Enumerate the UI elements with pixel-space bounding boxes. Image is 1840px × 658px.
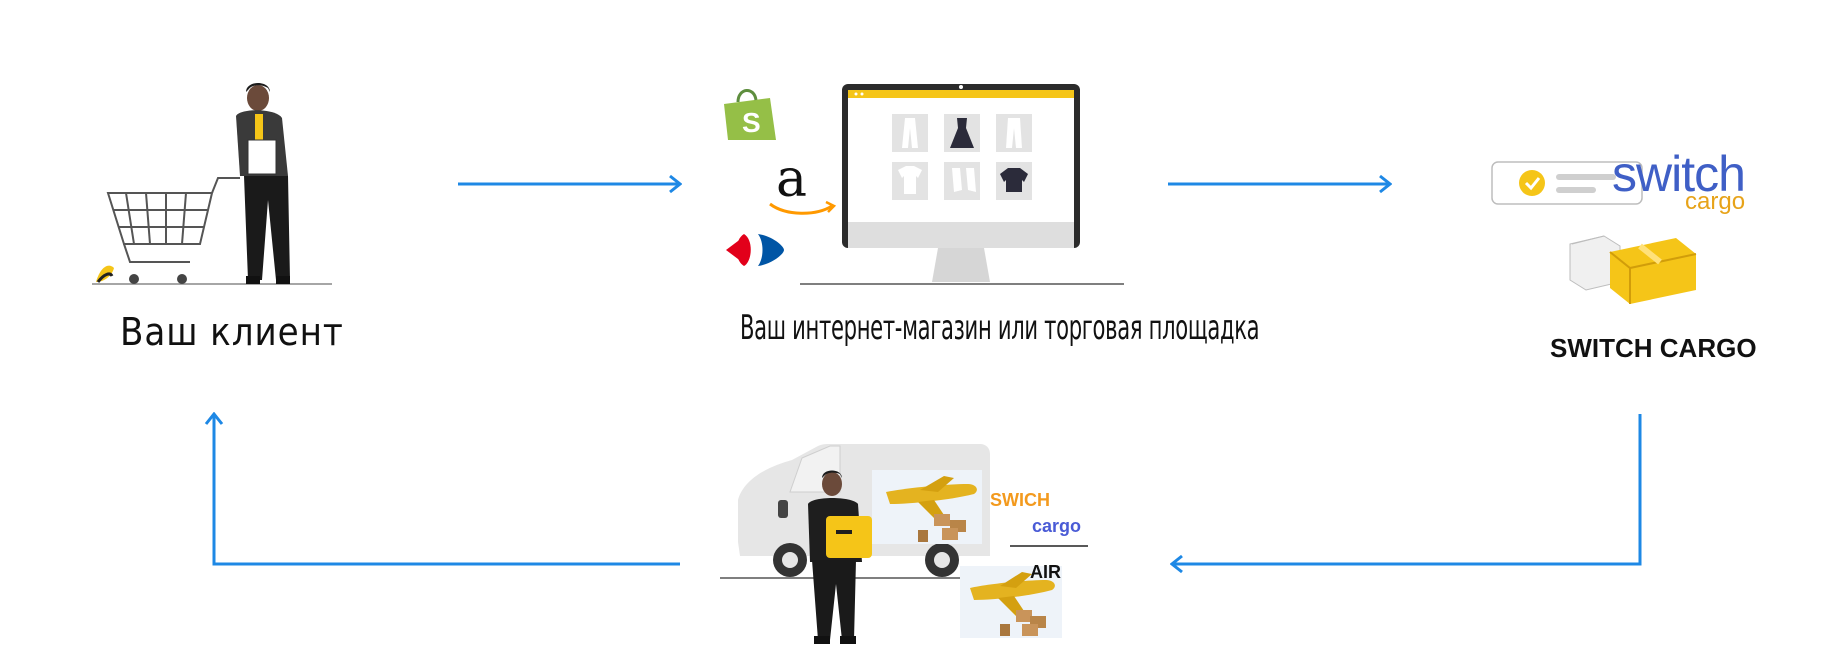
person-with-shopping-cart-icon xyxy=(92,83,332,285)
delivery-cargo-text: cargo xyxy=(1032,516,1082,536)
tracking-card-icon xyxy=(1491,161,1643,205)
online-store-monitor-icon xyxy=(800,84,1124,285)
carrefour-logo-icon xyxy=(726,234,784,266)
delivery-air-text: AIR xyxy=(1030,562,1061,582)
arrow-delivery-to-client xyxy=(214,414,680,566)
shopify-bag-icon: S xyxy=(724,89,776,140)
client-label: Ваш клиент xyxy=(120,310,344,354)
arrow-cargo-to-delivery xyxy=(1172,414,1642,564)
airplane-cargo-photo-1 xyxy=(872,470,982,544)
svg-text:a: a xyxy=(776,149,807,209)
amazon-logo-icon: a xyxy=(769,149,837,215)
delivery-swich-text: SWICH xyxy=(990,490,1050,510)
airplane-cargo-photo-2 xyxy=(960,566,1062,638)
switch-logo-word: switch xyxy=(1612,146,1746,202)
courier-person-icon xyxy=(808,470,872,644)
cargo-logo-word: cargo xyxy=(1685,188,1746,215)
svg-text:S: S xyxy=(742,107,761,138)
cargo-label: SWITCH CARGO xyxy=(1550,333,1757,363)
shop-label: Ваш интернет-магазин или торговая площад… xyxy=(740,308,1260,348)
cargo-boxes-icon xyxy=(1569,235,1697,304)
